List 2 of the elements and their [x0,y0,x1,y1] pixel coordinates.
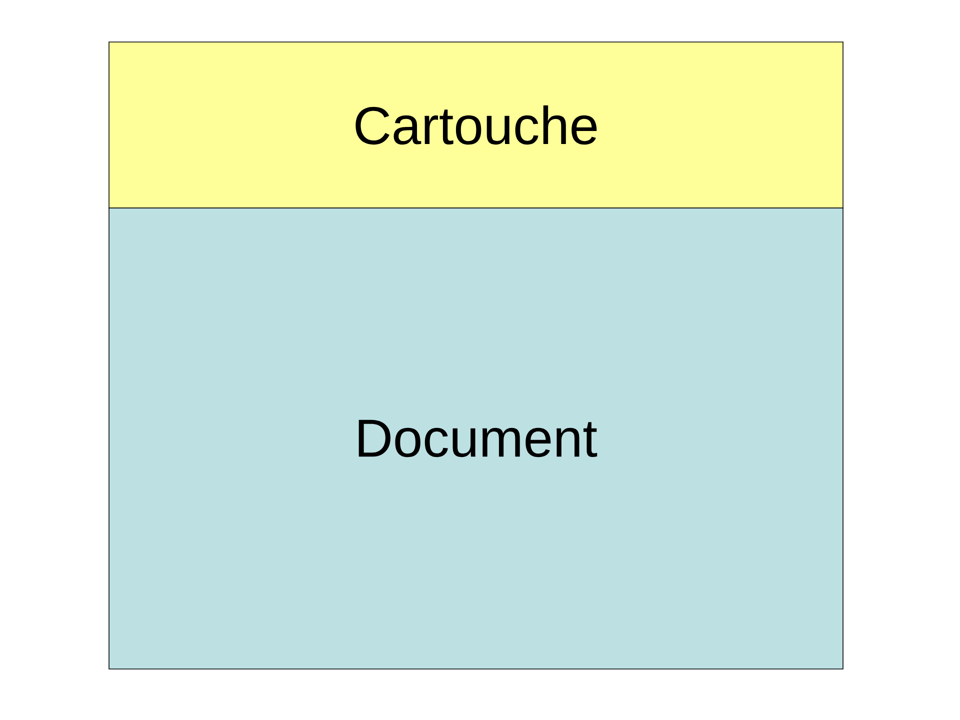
text-box: Cartouche [108,42,844,208]
text-box: Document [108,208,844,670]
